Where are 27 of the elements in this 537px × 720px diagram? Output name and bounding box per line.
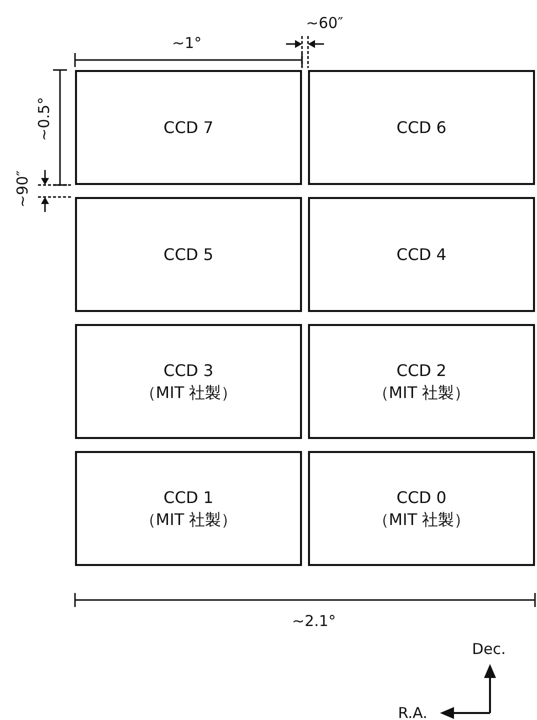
maker-note: （MIT 社製）: [140, 508, 238, 530]
ccd-name: CCD 0: [396, 486, 446, 508]
maker-note: （MIT 社製）: [372, 382, 470, 404]
dimension-label: ~0.5°: [34, 97, 53, 141]
ccd-name: CCD 2: [396, 360, 446, 382]
maker-note: （MIT 社製）: [140, 382, 238, 404]
dimension-label: ~2.1°: [292, 612, 336, 630]
ccd-box: [308, 451, 535, 566]
ccd-box: [75, 70, 302, 185]
dimension-label: ~1°: [172, 34, 202, 52]
ccd-box: [75, 451, 302, 566]
ccd-name: CCD 5: [164, 244, 214, 266]
ccd-name: CCD 7: [164, 116, 214, 138]
ccd-name: CCD 3: [164, 360, 214, 382]
axis-label: R.A.: [398, 704, 428, 720]
dimension-label: ~90″: [14, 170, 32, 208]
ccd-name: CCD 6: [396, 116, 446, 138]
ccd-name: CCD 4: [396, 244, 446, 266]
ccd-box: [75, 197, 302, 312]
dimension-label: ~60″: [306, 14, 344, 32]
ccd-box: [308, 70, 535, 185]
ccd-box: [75, 324, 302, 439]
maker-note: （MIT 社製）: [372, 508, 470, 530]
axis-label: Dec.: [472, 640, 506, 658]
ccd-name: CCD 1: [164, 486, 214, 508]
ccd-box: [308, 197, 535, 312]
ccd-box: [308, 324, 535, 439]
